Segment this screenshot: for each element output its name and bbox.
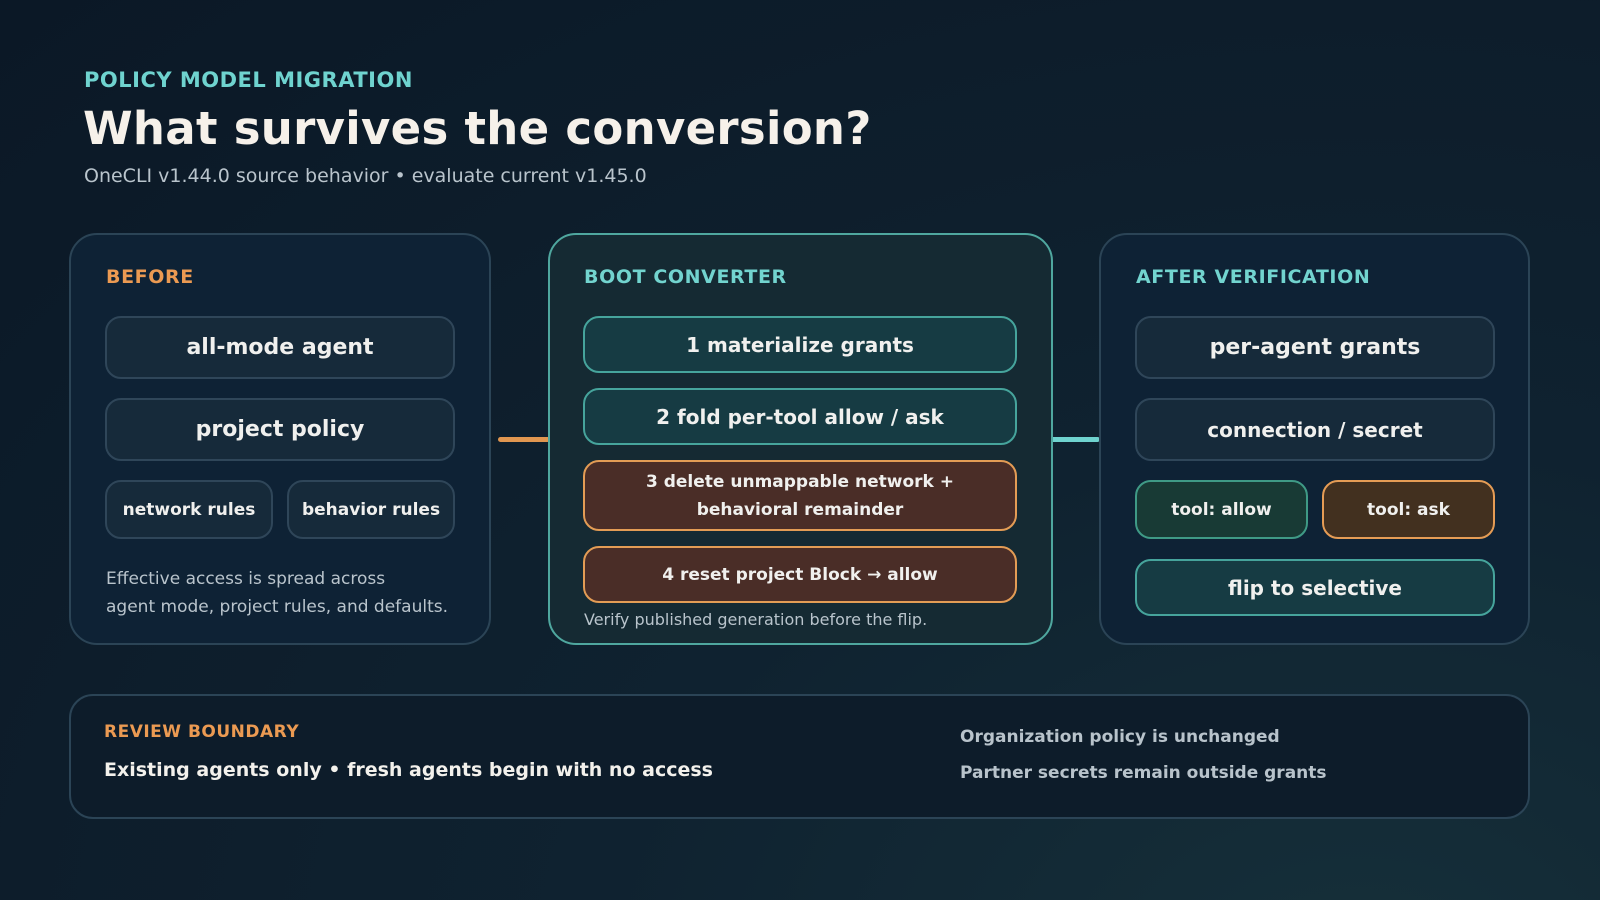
- all-mode-agent-box: all-mode agent: [105, 316, 455, 379]
- section-eyebrow: POLICY MODEL MIGRATION: [84, 68, 413, 92]
- tool-allow-box: tool: allow: [1135, 480, 1308, 539]
- boot-note: Verify published generation before the f…: [584, 610, 928, 629]
- page-title: What survives the conversion?: [83, 102, 872, 155]
- boot-converter-label: BOOT CONVERTER: [584, 266, 787, 288]
- network-rules-box: network rules: [105, 480, 273, 539]
- step-reset-project-block: 4 reset project Block → allow: [583, 546, 1017, 603]
- before-note-line-1: Effective access is spread across: [106, 569, 386, 589]
- step-delete-unmappable-line-1: 3 delete unmappable network +: [645, 471, 955, 492]
- after-label: AFTER VERIFICATION: [1136, 266, 1371, 288]
- review-note-partner-secrets: Partner secrets remain outside grants: [960, 763, 1327, 783]
- tool-ask-box: tool: ask: [1322, 480, 1495, 539]
- per-agent-grants-box: per-agent grants: [1135, 316, 1495, 379]
- review-boundary-main: Existing agents only • fresh agents begi…: [104, 759, 713, 781]
- connection-secret-box: connection / secret: [1135, 398, 1495, 461]
- flip-to-selective-box: flip to selective: [1135, 559, 1495, 616]
- before-note-line-2: agent mode, project rules, and defaults.: [106, 597, 449, 617]
- review-note-org-policy: Organization policy is unchanged: [960, 727, 1280, 747]
- boot-to-after-connector: [1050, 437, 1100, 442]
- review-boundary-label: REVIEW BOUNDARY: [104, 722, 300, 742]
- step-fold-per-tool: 2 fold per-tool allow / ask: [583, 388, 1017, 445]
- behavior-rules-box: behavior rules: [287, 480, 455, 539]
- project-policy-box: project policy: [105, 398, 455, 461]
- step-delete-unmappable-line-2: behavioral remainder: [696, 499, 904, 520]
- before-to-boot-connector: [498, 437, 550, 442]
- step-delete-unmappable: 3 delete unmappable network + behavioral…: [583, 460, 1017, 531]
- before-label: BEFORE: [106, 266, 194, 288]
- step-materialize-grants: 1 materialize grants: [583, 316, 1017, 373]
- page-subtitle: OneCLI v1.44.0 source behavior • evaluat…: [84, 165, 647, 187]
- review-boundary-panel: [69, 694, 1530, 819]
